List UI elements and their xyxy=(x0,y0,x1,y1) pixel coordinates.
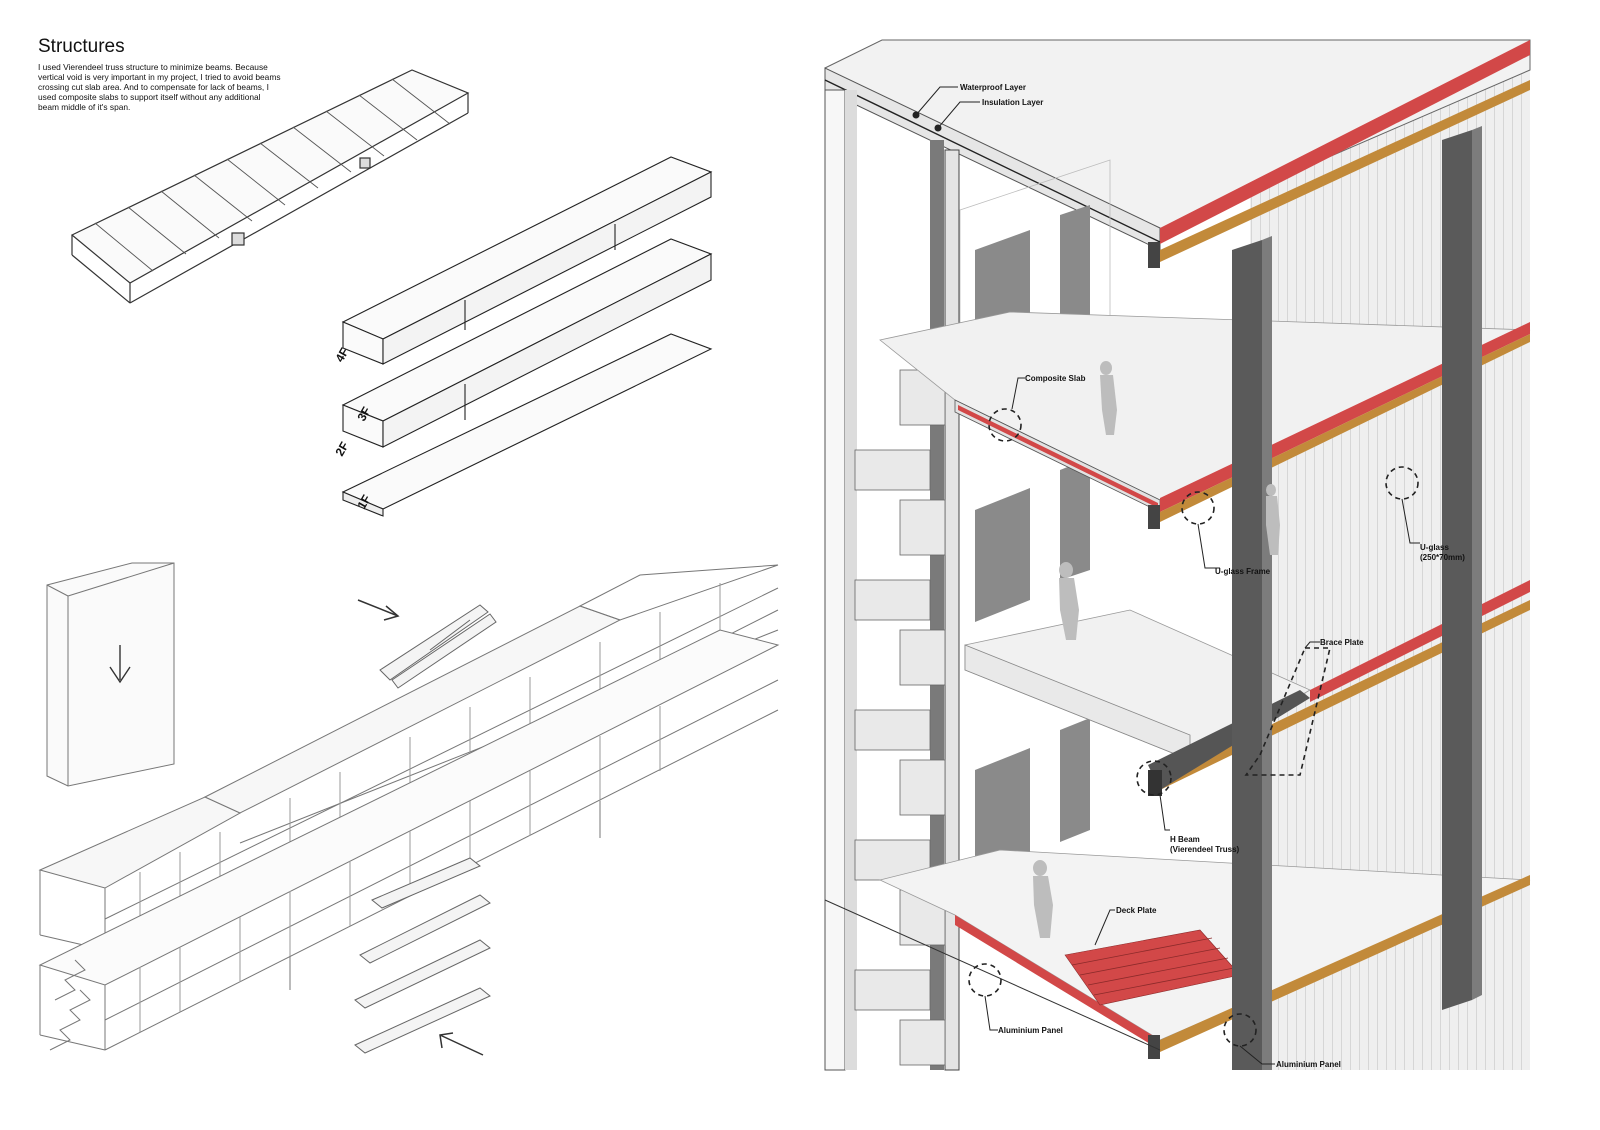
callout-hbeam-line1: H Beam xyxy=(1170,835,1200,844)
floor-label-1f: 1F xyxy=(354,492,373,511)
description-paragraph: I used Vierendeel truss structure to min… xyxy=(38,62,281,113)
callout-composite-slab: Composite Slab xyxy=(1025,374,1086,383)
callout-deck-plate: Deck Plate xyxy=(1116,906,1157,915)
vierendeel-truss-overview xyxy=(70,69,470,304)
callout-waterproof-layer: Waterproof Layer xyxy=(960,83,1026,92)
callout-uglass-frame: U-glass Frame xyxy=(1215,567,1271,576)
callout-uglass-line1: U-glass xyxy=(1420,543,1449,552)
floor-4f xyxy=(341,156,713,365)
floor-stack xyxy=(341,156,713,517)
floor-label-3f: 3F xyxy=(354,404,373,423)
callout-aluminium-panel-right: Aluminium Panel xyxy=(1276,1060,1341,1069)
floor-label-2f: 2F xyxy=(332,439,351,458)
floor-3f-2f xyxy=(341,238,713,448)
callout-insulation-layer: Insulation Layer xyxy=(982,98,1043,107)
callout-brace-plate: Brace Plate xyxy=(1320,638,1364,647)
callout-uglass-line2: (250*70mm) xyxy=(1420,553,1465,562)
callout-hbeam-line2: (Vierendeel Truss) xyxy=(1170,845,1240,854)
floor-label-4f: 4F xyxy=(332,345,351,364)
page-title: Structures xyxy=(38,36,125,57)
exploded-axonometric xyxy=(38,562,780,1056)
callout-aluminium-panel-left: Aluminium Panel xyxy=(998,1026,1063,1035)
floor-1f xyxy=(341,333,713,517)
wall-panel xyxy=(46,562,175,787)
section-perspective xyxy=(824,39,1531,1071)
